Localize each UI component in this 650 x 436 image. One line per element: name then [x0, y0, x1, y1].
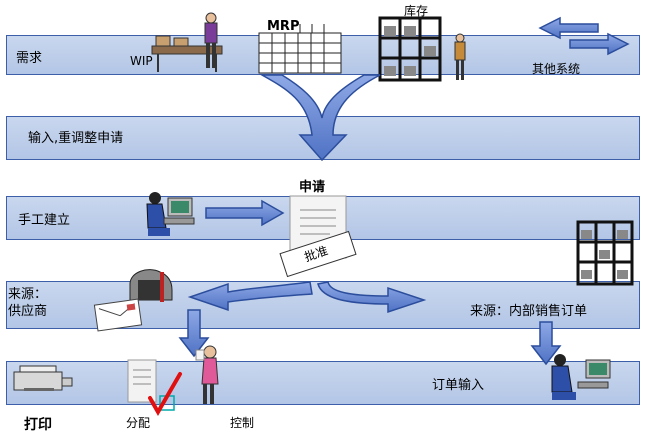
arrow-down-left-icon	[178, 309, 210, 358]
printer-icon	[13, 365, 73, 391]
bidirectional-arrow-icon	[538, 16, 630, 56]
order-clerk-computer-icon	[551, 354, 611, 400]
clerk-computer-icon	[146, 192, 195, 236]
source-internal-label: 来源：内部销售订单	[470, 304, 588, 319]
arrow-down-right-icon	[530, 321, 562, 366]
mrp-label: MRP	[267, 19, 300, 34]
control-person-icon	[195, 345, 219, 404]
inventory-rack-right-icon	[576, 220, 634, 286]
other-systems-label: 其他系统	[532, 62, 581, 76]
arrow-left-curve-icon	[187, 281, 313, 312]
distribution-document-icon	[127, 359, 182, 417]
mrp-grid-icon	[258, 24, 342, 74]
arrow-to-requisition-icon	[205, 199, 285, 227]
approve-stamp	[279, 230, 357, 278]
wip-label: WIP	[130, 54, 153, 68]
inventory-rack-icon	[378, 16, 466, 82]
band-input-label: 输入,重调整申请	[28, 131, 124, 146]
band-manual-label: 手工建立	[18, 213, 71, 228]
mailbox-envelope-icon	[93, 269, 173, 332]
print-label: 打印	[24, 417, 52, 433]
arrow-right-curve-icon	[317, 281, 427, 314]
band-order	[6, 361, 640, 405]
control-label: 控制	[230, 416, 255, 430]
wip-workstation-icon	[151, 12, 223, 72]
order-input-label: 订单输入	[432, 378, 485, 393]
inventory-label: 库存	[404, 4, 429, 18]
source-supplier-label: 来源： 供应商	[8, 287, 48, 319]
distribute-label: 分配	[126, 416, 151, 430]
converging-arrow-icon	[259, 74, 381, 162]
band-demand-label: 需求	[16, 51, 43, 66]
requisition-label: 申请	[299, 180, 326, 195]
